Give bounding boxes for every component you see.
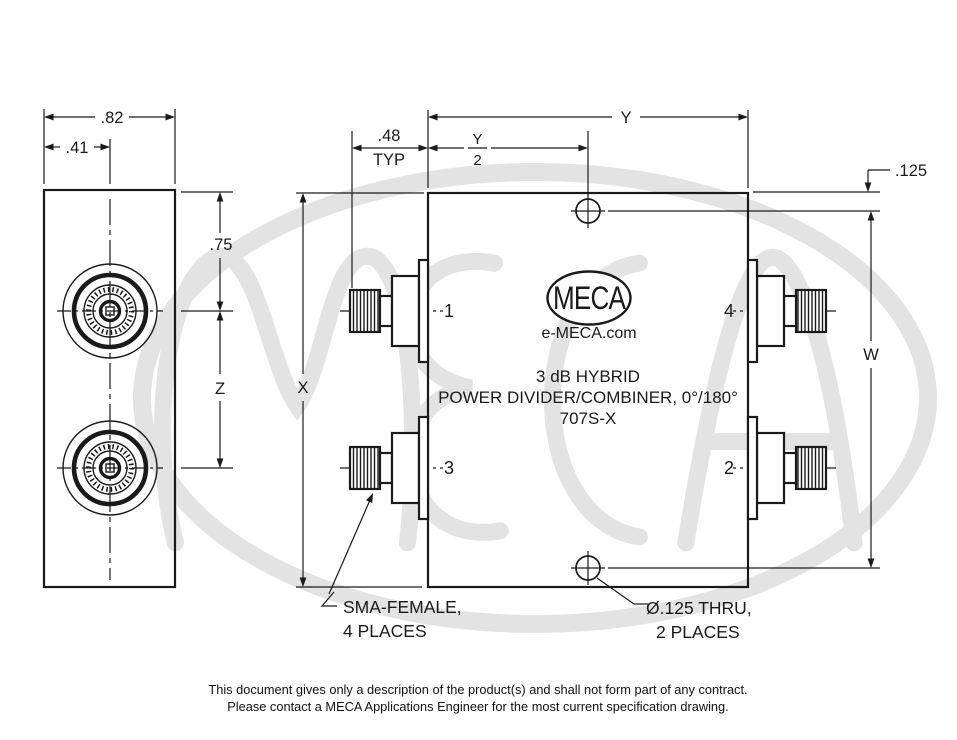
port-2-label: 2 [724, 458, 734, 478]
dim-label-x: X [297, 379, 308, 397]
port-1-label: 1 [444, 301, 454, 321]
dim-label-41: .41 [66, 139, 89, 157]
dim-half-width-41: .41 [44, 139, 110, 157]
dim-body-width-y: Y [428, 109, 748, 127]
footer-line-1: This document gives only a description o… [208, 682, 747, 697]
callout-hole-line1: Ø.125 THRU, [646, 598, 752, 618]
dim-label-75: .75 [210, 236, 233, 254]
dim-connector-length-48: .48 TYP [352, 127, 428, 169]
dim-label-z: Z [215, 380, 225, 398]
meca-site-text: e-MECA.com [541, 325, 636, 342]
datum-angle-glyph [320, 591, 337, 607]
dim-hole-offset-125: .125 [864, 162, 927, 192]
meca-logo: MECA e-MECA.com [541, 270, 637, 342]
callout-sma-line1: SMA-FEMALE, [343, 597, 462, 617]
callout-sma-line2: 4 PLACES [343, 621, 427, 641]
title-line-3: 707S-X [560, 409, 617, 428]
dim-top-offset-75: .75 [210, 192, 233, 311]
product-title-block: 3 dB HYBRID POWER DIVIDER/COMBINER, 0°/1… [438, 367, 738, 428]
title-line-1: 3 dB HYBRID [536, 367, 640, 386]
meca-logo-text: MECA [553, 280, 626, 316]
dim-label-y: Y [620, 109, 631, 127]
dim-label-125: .125 [895, 162, 927, 180]
meca-logo-ellipse [546, 270, 632, 326]
dim-body-height-x: X [297, 193, 309, 587]
dim-label-w: W [863, 346, 879, 364]
callout-hole-line2: 2 PLACES [656, 622, 740, 642]
port-3-label: 3 [444, 458, 454, 478]
dim-label-typ: TYP [373, 151, 405, 169]
dim-width-82: .82 [44, 109, 175, 127]
side-view-extension-lines [43, 109, 233, 469]
footer-line-2: Please contact a MECA Applications Engin… [227, 699, 728, 714]
dim-label-y2-den: 2 [473, 152, 481, 169]
dim-label-48: .48 [378, 127, 401, 145]
front-view-extension-lines [296, 110, 880, 588]
dim-label-82: .82 [101, 109, 124, 127]
port-4-label: 4 [724, 301, 734, 321]
callout-thru-holes: Ø.125 THRU, 2 PLACES [596, 577, 752, 642]
callout-sma-female: SMA-FEMALE, 4 PLACES [320, 491, 462, 641]
left-side-view: .82 .41 .75 Z [42, 109, 233, 589]
footer-disclaimer: This document gives only a description o… [208, 682, 747, 714]
dim-port-spacing-z: Z [215, 311, 225, 468]
dim-label-y2-num: Y [472, 131, 482, 148]
side-view-outline [42, 188, 177, 589]
dim-hole-span-w: W [863, 211, 879, 568]
dim-half-width-y2: Y 2 [428, 131, 588, 169]
front-view: 1 3 4 2 MECA e-MECA.com 3 dB HYBRID POWE… [296, 109, 927, 642]
title-line-2: POWER DIVIDER/COMBINER, 0°/180° [438, 388, 738, 407]
